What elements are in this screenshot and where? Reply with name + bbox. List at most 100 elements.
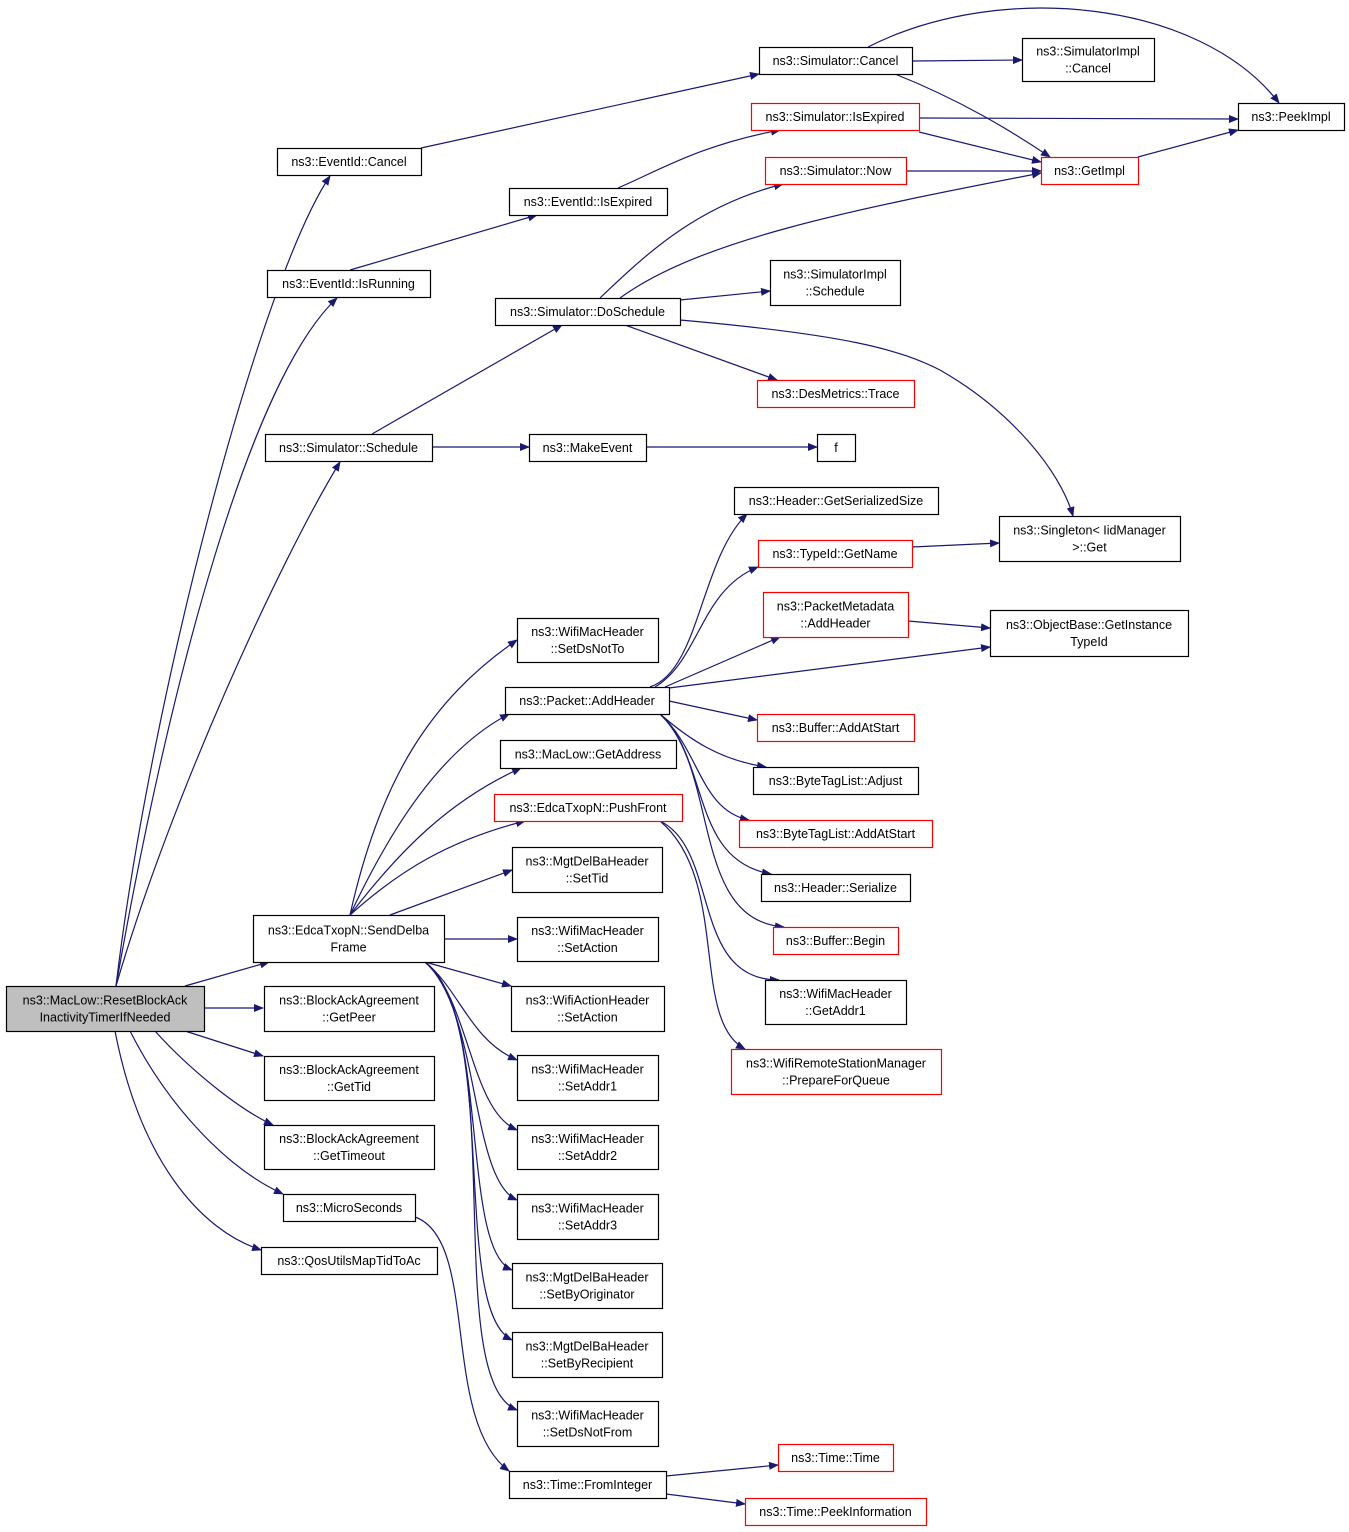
node-getaddr1[interactable]: ns3::WifiMacHeader::GetAddr1 <box>764 979 908 1026</box>
node-bagetpeer[interactable]: ns3::BlockAckAgreement::GetPeer <box>263 985 436 1033</box>
node-label: ::Schedule <box>805 285 864 299</box>
node-label: ::GetTid <box>327 1080 371 1094</box>
call-edge <box>115 297 338 987</box>
node-setaddr1[interactable]: ns3::WifiMacHeader::SetAddr1 <box>516 1054 660 1102</box>
node-box <box>730 1048 943 1096</box>
node-label: ns3::QosUtilsMapTidToAc <box>277 1254 420 1268</box>
node-simisexpired[interactable]: ns3::Simulator::IsExpired <box>750 102 921 132</box>
node-box <box>752 766 920 796</box>
node-box <box>493 793 684 823</box>
call-edge <box>907 620 991 632</box>
node-hdrserialize[interactable]: ns3::Header::Serialize <box>760 873 912 903</box>
node-box <box>516 1400 660 1448</box>
node-setdsnotto[interactable]: ns3::WifiMacHeader::SetDsNotTo <box>516 617 660 664</box>
node-actsetaction[interactable]: ns3::WifiActionHeader::SetAction <box>510 985 666 1033</box>
node-pushfront[interactable]: ns3::EdcaTxopN::PushFront <box>493 793 684 823</box>
node-label: ns3::Buffer::Begin <box>786 934 885 948</box>
node-setbyrecip[interactable]: ns3::MgtDelBaHeader::SetByRecipient <box>511 1331 664 1379</box>
node-addheader[interactable]: ns3::Packet::AddHeader <box>504 686 671 716</box>
node-simcancel[interactable]: ns3::Simulator::Cancel <box>758 46 914 76</box>
node-bagettimeout[interactable]: ns3::BlockAckAgreement::GetTimeout <box>263 1124 436 1171</box>
node-box <box>494 297 682 327</box>
node-setdsnotfrom[interactable]: ns3::WifiMacHeader::SetDsNotFrom <box>516 1400 660 1448</box>
call-edge <box>371 324 563 435</box>
node-label: ns3::Singleton< IidManager <box>1013 524 1166 538</box>
node-frominteger[interactable]: ns3::Time::FromInteger <box>508 1470 668 1500</box>
node-box <box>264 433 434 463</box>
node-box <box>756 713 916 743</box>
node-bufaddatstart[interactable]: ns3::Buffer::AddAtStart <box>756 713 916 743</box>
node-btladdatstart[interactable]: ns3::ByteTagList::AddAtStart <box>738 819 934 849</box>
node-label: ns3::DesMetrics::Trace <box>771 387 899 401</box>
node-box <box>528 433 648 463</box>
node-label: ns3::EdcaTxopN::SendDelba <box>268 924 429 938</box>
node-bagettid[interactable]: ns3::BlockAckAgreement::GetTid <box>263 1055 436 1102</box>
node-label: Frame <box>330 941 366 955</box>
node-typeidname[interactable]: ns3::TypeId::GetName <box>757 539 914 569</box>
node-implschedule[interactable]: ns3::SimulatorImpl::Schedule <box>769 259 902 307</box>
node-label: ns3::GetImpl <box>1054 164 1125 178</box>
node-btladjust[interactable]: ns3::ByteTagList::Adjust <box>752 766 920 796</box>
node-label: TypeId <box>1070 635 1108 649</box>
node-setbyorig[interactable]: ns3::MgtDelBaHeader::SetByOriginator <box>511 1262 664 1310</box>
node-timetime[interactable]: ns3::Time::Time <box>777 1443 895 1473</box>
node-label: ns3::MgtDelBaHeader <box>526 855 649 869</box>
call-edge <box>665 1461 779 1477</box>
node-microsec[interactable]: ns3::MicroSeconds <box>282 1193 417 1223</box>
node-evisexpired[interactable]: ns3::EventId::IsExpired <box>508 187 669 217</box>
node-box <box>738 819 934 849</box>
call-edge <box>918 131 1042 164</box>
node-label: ns3::WifiMacHeader <box>531 625 644 639</box>
node-label: ::SetAddr2 <box>558 1149 617 1163</box>
node-getaddress[interactable]: ns3::MacLow::GetAddress <box>499 739 678 770</box>
node-label: ns3::PacketMetadata <box>777 600 894 614</box>
node-box <box>733 486 940 516</box>
node-evcancel[interactable]: ns3::EventId::Cancel <box>276 147 423 177</box>
node-singleton[interactable]: ns3::Singleton< IidManager>::Get <box>998 515 1182 563</box>
call-edge <box>184 1030 264 1058</box>
node-peekimpl[interactable]: ns3::PeekImpl <box>1237 102 1346 132</box>
node-peekinfo[interactable]: ns3::Time::PeekInformation <box>744 1497 928 1527</box>
node-box <box>511 1331 664 1379</box>
node-pmaddheader[interactable]: ns3::PacketMetadata::AddHeader <box>762 591 910 639</box>
call-edge <box>424 961 518 1411</box>
node-label: ns3::MgtDelBaHeader <box>526 1271 649 1285</box>
node-box <box>252 914 446 964</box>
call-edge <box>918 114 1239 123</box>
node-f[interactable]: f <box>816 433 857 463</box>
node-settid[interactable]: ns3::MgtDelBaHeader::SetTid <box>511 846 664 894</box>
node-label: ns3::PeekImpl <box>1251 110 1330 124</box>
node-hdrsersize[interactable]: ns3::Header::GetSerializedSize <box>733 486 940 516</box>
node-destrace[interactable]: ns3::DesMetrics::Trace <box>756 379 916 409</box>
node-evrunning[interactable]: ns3::EventId::IsRunning <box>266 269 432 299</box>
node-prepqueue[interactable]: ns3::WifiRemoteStationManager::PrepareFo… <box>730 1048 943 1096</box>
node-label: ns3::Simulator::IsExpired <box>766 110 905 124</box>
call-edge <box>659 820 780 984</box>
node-box <box>998 515 1182 563</box>
node-box <box>1040 156 1140 186</box>
node-qosmap[interactable]: ns3::QosUtilsMapTidToAc <box>260 1246 439 1276</box>
node-simnow[interactable]: ns3::Simulator::Now <box>764 156 908 186</box>
node-label: ns3::Simulator::Schedule <box>279 441 418 455</box>
node-box <box>816 433 857 463</box>
node-doschedule[interactable]: ns3::Simulator::DoSchedule <box>494 297 682 327</box>
node-implcancel[interactable]: ns3::SimulatorImpl::Cancel <box>1021 37 1156 83</box>
node-setaddr2[interactable]: ns3::WifiMacHeader::SetAddr2 <box>516 1124 660 1171</box>
node-getimpl[interactable]: ns3::GetImpl <box>1040 156 1140 186</box>
node-label: ns3::MgtDelBaHeader <box>526 1340 649 1354</box>
node-box <box>5 985 206 1033</box>
node-label: ns3::WifiMacHeader <box>531 924 644 938</box>
call-edge <box>894 73 1051 158</box>
node-label: f <box>834 441 838 455</box>
node-label: ::SetByOriginator <box>539 1288 634 1302</box>
node-box <box>758 46 914 76</box>
node-setaction[interactable]: ns3::WifiMacHeader::SetAction <box>516 916 660 963</box>
node-makeevent[interactable]: ns3::MakeEvent <box>528 433 648 463</box>
node-setaddr3[interactable]: ns3::WifiMacHeader::SetAddr3 <box>516 1193 660 1241</box>
node-label: ::SetTid <box>566 872 609 886</box>
node-bufbegin[interactable]: ns3::Buffer::Begin <box>772 926 900 956</box>
node-simschedule[interactable]: ns3::Simulator::Schedule <box>264 433 434 463</box>
